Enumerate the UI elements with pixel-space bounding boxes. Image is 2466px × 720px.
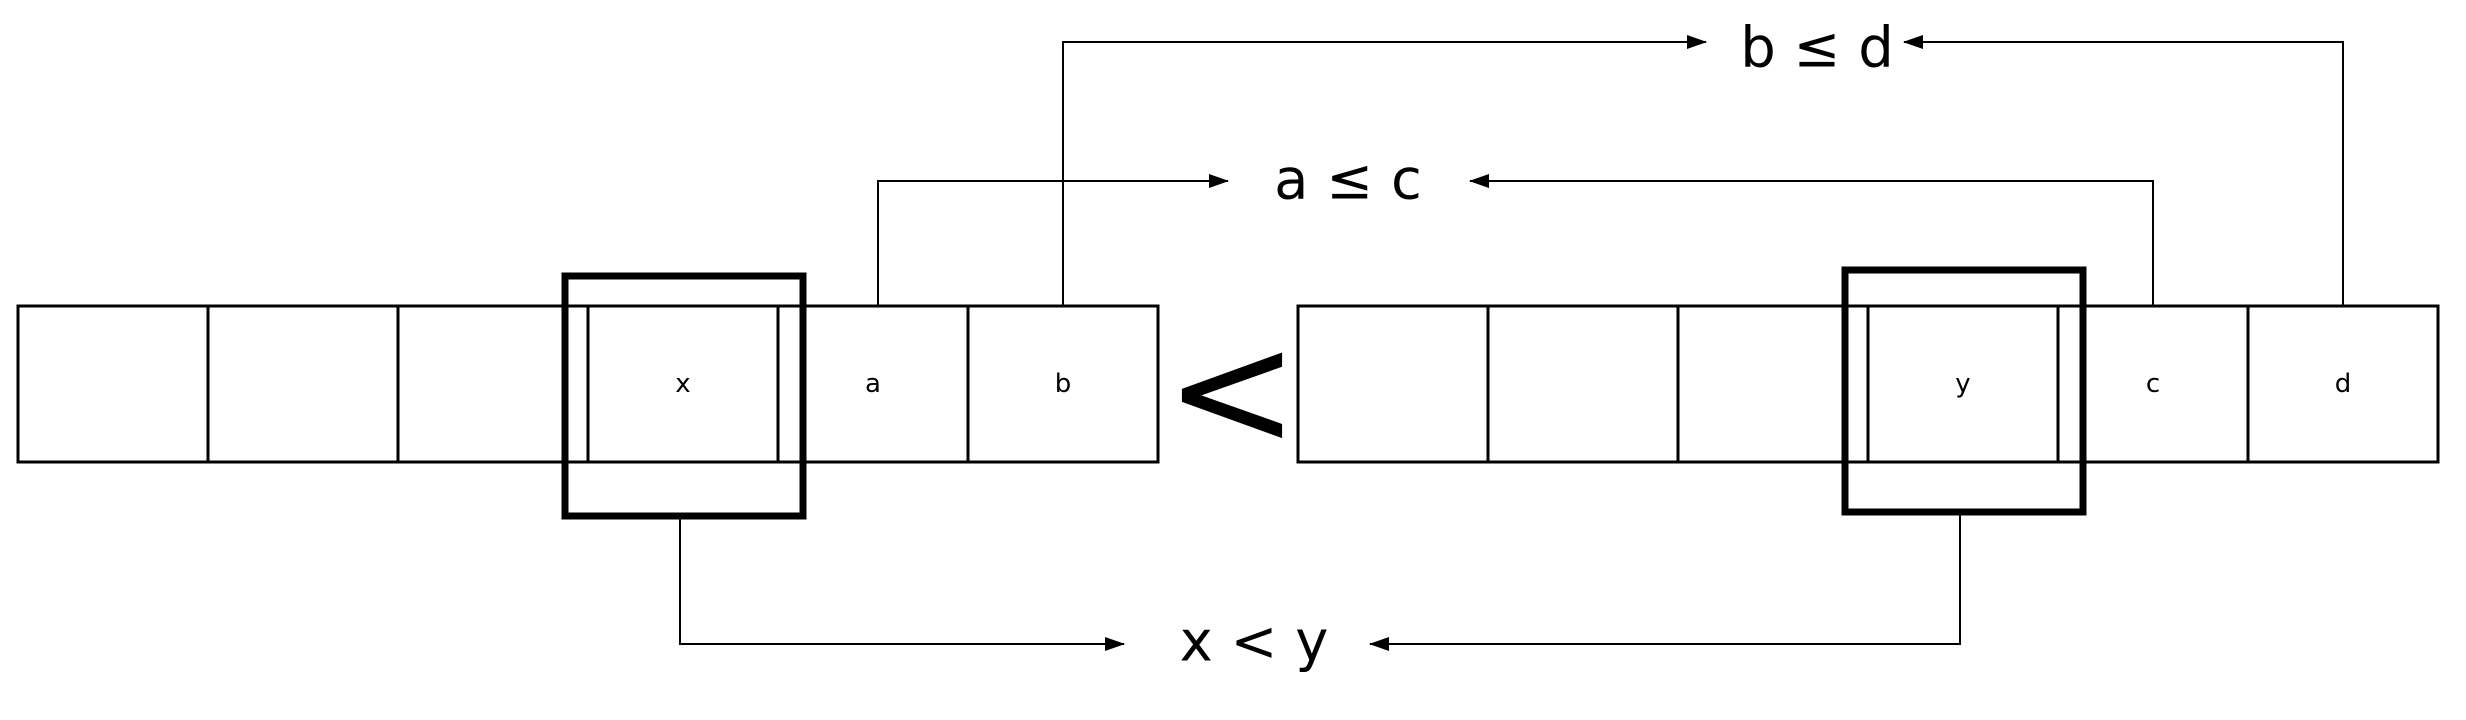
right-array-label-c: c [2146,369,2160,399]
connector-b-arrow [1062,35,1707,306]
left-array: x a b [16,272,1160,520]
right-array-label-y: y [1955,369,1970,399]
right-array: y c d [1296,266,2440,516]
comparison-symbol: < [1165,297,1299,484]
relation-a-le-c: a ≤ c [877,148,2154,306]
connector-a-arrow [877,174,1229,306]
left-array-label-b: b [1055,369,1072,399]
relation-label-bottom: x < y [1180,610,1329,675]
relation-label-middle: a ≤ c [1274,148,1422,213]
right-array-highlight-box [1841,266,2087,516]
left-array-highlight-box [561,272,807,520]
connector-y-arrow [1369,512,1961,651]
right-array-cell-3 [1676,304,1870,464]
right-array-label-d: d [2335,369,2352,399]
connector-x-arrow [679,516,1125,651]
left-array-label-a: a [865,369,881,399]
left-array-cell-2 [206,304,400,464]
right-array-cell-1 [1296,304,1490,464]
connector-d-arrow [1903,35,2344,306]
relation-label-top: b ≤ d [1740,16,1894,81]
relation-x-lt-y: x < y [679,512,1961,675]
connector-c-arrow [1469,174,2154,306]
left-array-cell-3 [396,304,590,464]
left-array-label-x: x [675,369,690,399]
relation-b-le-d: b ≤ d [1062,16,2344,306]
left-array-cell-1 [16,304,210,464]
right-array-cell-2 [1486,304,1680,464]
